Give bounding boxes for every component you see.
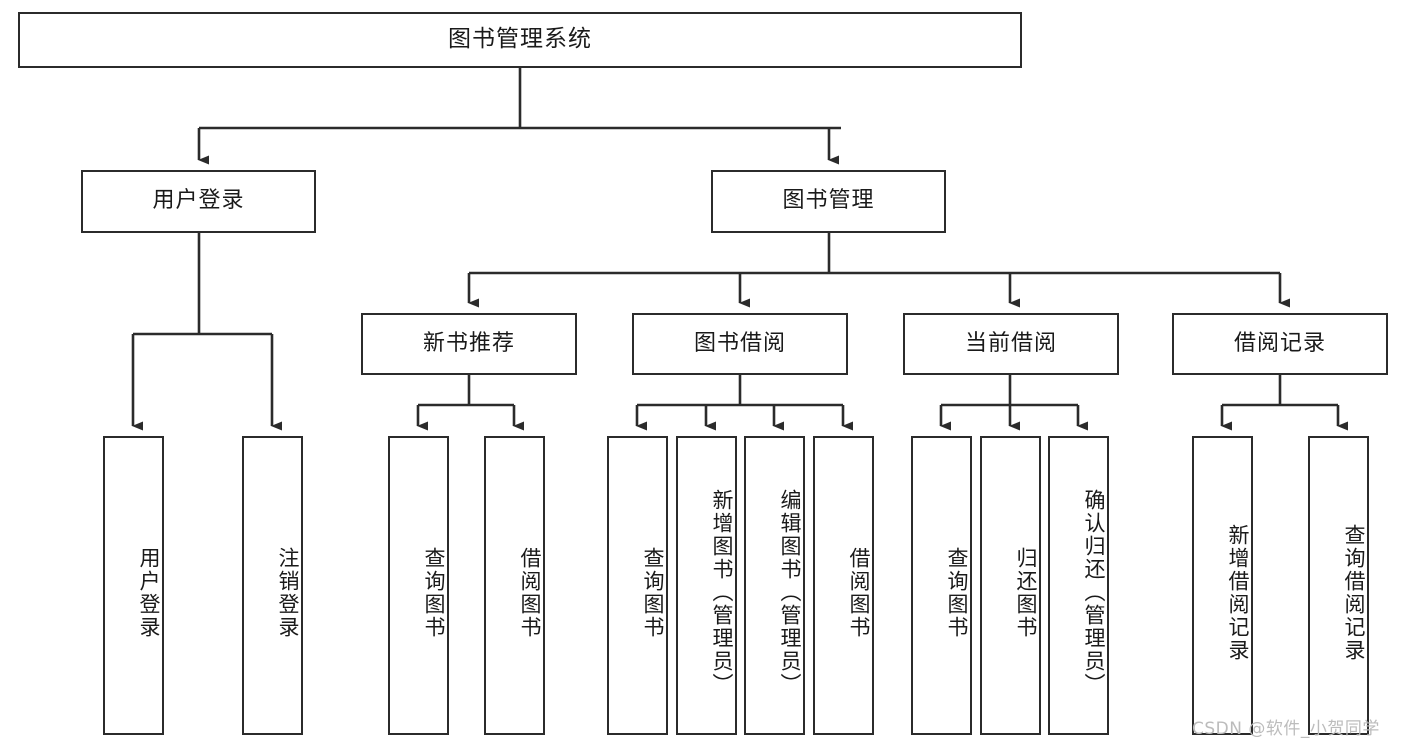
node-leaf-query-book-1[interactable]: 查询图书: [388, 436, 449, 735]
node-leaf-add-record[interactable]: 新增借阅记录: [1192, 436, 1253, 735]
node-user-login[interactable]: 用户登录: [81, 170, 316, 233]
node-user-login-label: 用户登录: [152, 188, 245, 214]
node-current-borrow[interactable]: 当前借阅: [903, 313, 1119, 375]
node-leaf-query-book-2-label: 查询图书: [641, 546, 665, 639]
node-leaf-logout-login[interactable]: 注销登录: [242, 436, 303, 735]
node-leaf-borrow-book-2-label: 借阅图书: [847, 546, 871, 639]
node-book-management-label: 图书管理: [782, 188, 875, 214]
node-leaf-edit-book[interactable]: 编辑图书（管理员）: [744, 436, 805, 735]
node-leaf-return-book-label: 归还图书: [1014, 546, 1038, 639]
node-leaf-query-book-2[interactable]: 查询图书: [607, 436, 668, 735]
node-leaf-edit-book-label: 编辑图书（管理员）: [778, 489, 802, 696]
node-leaf-confirm-return-label: 确认归还（管理员）: [1082, 489, 1106, 696]
node-leaf-query-book-1-label: 查询图书: [422, 546, 446, 639]
node-leaf-borrow-book-1[interactable]: 借阅图书: [484, 436, 545, 735]
node-book-management[interactable]: 图书管理: [711, 170, 946, 233]
node-book-borrow[interactable]: 图书借阅: [632, 313, 848, 375]
node-leaf-query-book-3-label: 查询图书: [945, 546, 969, 639]
node-leaf-query-book-3[interactable]: 查询图书: [911, 436, 972, 735]
node-leaf-user-login-label: 用户登录: [137, 546, 161, 639]
node-current-borrow-label: 当前借阅: [964, 330, 1057, 356]
node-leaf-add-book[interactable]: 新增图书（管理员）: [676, 436, 737, 735]
node-leaf-add-book-label: 新增图书（管理员）: [710, 489, 734, 696]
node-borrow-record[interactable]: 借阅记录: [1172, 313, 1388, 375]
node-new-book-recommend[interactable]: 新书推荐: [361, 313, 577, 375]
node-leaf-borrow-book-1-label: 借阅图书: [518, 546, 542, 639]
node-leaf-add-record-label: 新增借阅记录: [1226, 523, 1250, 662]
node-leaf-borrow-book-2[interactable]: 借阅图书: [813, 436, 874, 735]
node-leaf-user-login[interactable]: 用户登录: [103, 436, 164, 735]
node-new-book-recommend-label: 新书推荐: [422, 330, 515, 356]
node-borrow-record-label: 借阅记录: [1233, 330, 1326, 356]
node-root[interactable]: 图书管理系统: [18, 12, 1022, 68]
node-leaf-return-book[interactable]: 归还图书: [980, 436, 1041, 735]
node-leaf-logout-login-label: 注销登录: [276, 546, 300, 639]
node-leaf-query-record-label: 查询借阅记录: [1342, 523, 1366, 662]
node-root-label: 图书管理系统: [448, 26, 592, 53]
node-leaf-query-record[interactable]: 查询借阅记录: [1308, 436, 1369, 735]
node-book-borrow-label: 图书借阅: [693, 330, 786, 356]
node-leaf-confirm-return[interactable]: 确认归还（管理员）: [1048, 436, 1109, 735]
